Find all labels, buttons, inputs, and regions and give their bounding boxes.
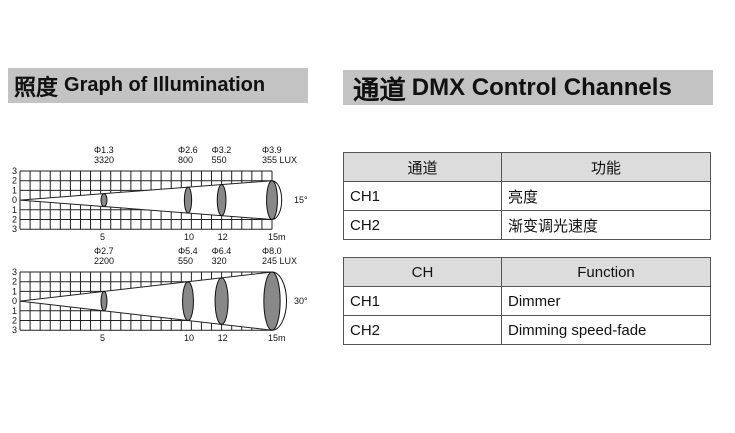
y-tick-label: 3 (12, 325, 17, 335)
cell: CH1 (343, 286, 502, 316)
col-header: Function (501, 257, 711, 287)
dmx-channels-header: 通道 DMX Control Channels (343, 70, 713, 105)
y-tick-label: 1 (12, 306, 17, 316)
beam-spot (100, 193, 108, 208)
cell: 亮度 (501, 181, 711, 211)
lux-label: 2200 (94, 256, 114, 266)
lux-label: 355 LUX (262, 155, 297, 165)
beam-spot (182, 281, 194, 321)
distance-label: 15m (268, 232, 286, 240)
diameter-label: Φ3.9 (262, 145, 282, 155)
col-header: CH (343, 257, 502, 287)
cell: Dimming speed-fade (501, 315, 711, 345)
illumination-graph-header: 照度 Graph of Illumination (8, 68, 308, 103)
y-tick-label: 0 (12, 296, 17, 306)
beam-spot (266, 180, 278, 220)
lux-label: 550 (178, 256, 193, 266)
header-en: Graph of Illumination (64, 74, 266, 96)
beam-spot (183, 186, 193, 214)
cell: 渐变调光速度 (501, 210, 711, 240)
y-tick-label: 3 (12, 166, 17, 176)
cell: CH2 (343, 210, 502, 240)
lux-label: 800 (178, 155, 193, 165)
beam-angle-label: 30° (294, 296, 308, 306)
beam-angle-arc (271, 271, 288, 331)
y-tick-label: 2 (12, 176, 17, 186)
y-tick-label: 2 (12, 215, 17, 225)
diameter-label: Φ8.0 (262, 246, 282, 256)
distance-label: 12 (218, 333, 228, 341)
col-header: 功能 (501, 152, 711, 182)
distance-label: 10 (184, 333, 194, 341)
distance-label: 15m (268, 333, 286, 341)
y-tick-label: 1 (12, 185, 17, 195)
distance-label: 5 (100, 333, 105, 341)
diameter-label: Φ2.6 (178, 145, 198, 155)
distance-label: 10 (184, 232, 194, 240)
y-tick-label: 3 (12, 267, 17, 277)
beam-spot (263, 271, 281, 331)
distance-label: 5 (100, 232, 105, 240)
beam-spot (100, 290, 108, 312)
lux-label: 550 (212, 155, 227, 165)
beam-spot (216, 184, 227, 217)
col-header: 通道 (343, 152, 502, 182)
y-tick-label: 1 (12, 286, 17, 296)
diameter-label: Φ2.7 (94, 246, 114, 256)
beam-cone (19, 180, 273, 221)
y-tick-label: 3 (12, 224, 17, 234)
y-tick-label: 0 (12, 195, 17, 205)
header-cn: 通道 (353, 75, 406, 105)
y-tick-label: 2 (12, 316, 17, 326)
cell: CH2 (343, 315, 502, 345)
illumination-diagram-30deg: 3210123Φ2.722005Φ5.455010Φ6.432012Φ8.024… (12, 246, 308, 341)
y-tick-label: 2 (12, 277, 17, 287)
diameter-label: Φ5.4 (178, 246, 198, 256)
header-cn: 照度 (14, 74, 59, 100)
cell: Dimmer (501, 286, 711, 316)
beam-spot (214, 277, 229, 325)
beam-cone (19, 271, 273, 331)
lux-label: 3320 (94, 155, 114, 165)
beam-angle-arc (271, 180, 283, 220)
header-en: DMX Control Channels (411, 73, 672, 101)
diameter-label: Φ3.2 (212, 145, 232, 155)
y-tick-label: 1 (12, 205, 17, 215)
diameter-label: Φ6.4 (212, 246, 232, 256)
diameter-label: Φ1.3 (94, 145, 114, 155)
distance-label: 12 (218, 232, 228, 240)
lux-label: 320 (212, 256, 227, 266)
beam-angle-label: 15° (294, 195, 308, 205)
lux-label: 245 LUX (262, 256, 297, 266)
illumination-diagram-15deg: 3210123Φ1.333205Φ2.680010Φ3.255012Φ3.935… (12, 145, 308, 240)
cell: CH1 (343, 181, 502, 211)
